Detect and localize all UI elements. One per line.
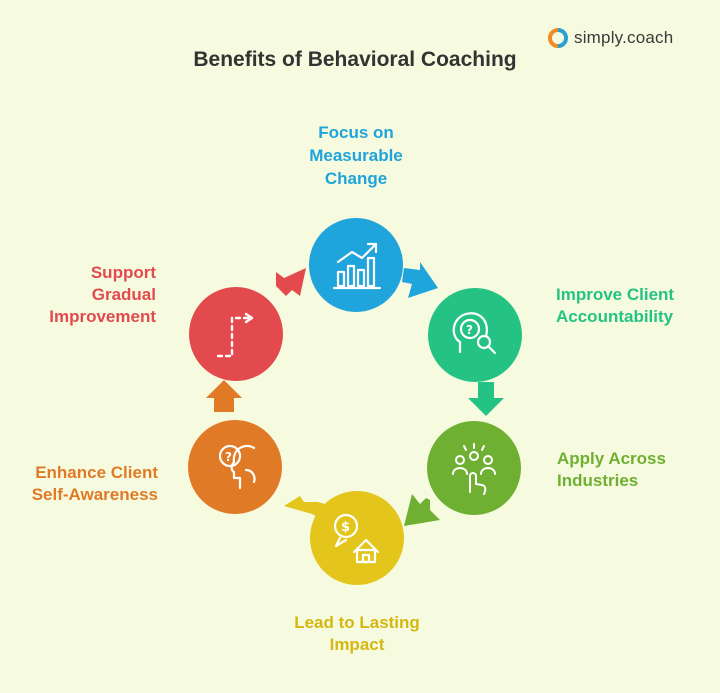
people-touch-icon: [452, 443, 496, 495]
cycle-arrow-1: [402, 262, 438, 298]
node-label-lasting-impact: Lead to Lasting Impact: [294, 613, 420, 654]
svg-text:$: $: [341, 520, 350, 535]
node-circle-industries: [427, 421, 521, 515]
money-house-icon: $: [333, 513, 380, 564]
step-path-icon: [216, 312, 254, 358]
node-label-accountability: Improve Client Accountability: [556, 285, 675, 326]
cycle-arrow-6: [276, 268, 306, 296]
cycle-arrow-5: [206, 380, 242, 412]
head-question-icon: ?: [218, 444, 256, 490]
brand-name: simply.coach: [574, 28, 674, 47]
head-question-magnifier-icon: ?: [452, 312, 497, 355]
svg-text:?: ?: [466, 323, 473, 337]
growth-chart-icon: [332, 242, 382, 290]
node-circle-accountability: [428, 288, 522, 382]
node-label-self-awareness: Enhance Client Self-Awareness: [31, 463, 158, 504]
cycle-arrow-2: [468, 382, 504, 416]
node-circle-self-awareness: [188, 420, 282, 514]
simply-coach-logo-icon: [548, 28, 568, 48]
cycle-arrow-3: [404, 494, 440, 526]
node-circle-gradual-improvement: [189, 287, 283, 381]
node-label-gradual-improvement: Support Gradual Improvement: [49, 263, 156, 326]
node-label-industries: Apply Across Industries: [557, 449, 666, 490]
svg-text:?: ?: [225, 450, 232, 464]
brand-logo: simply.coach: [548, 28, 673, 48]
node-circle-lasting-impact: [310, 491, 404, 585]
node-circle-measurable-change: [309, 218, 403, 312]
diagram-title: Benefits of Behavioral Coaching: [193, 48, 517, 71]
